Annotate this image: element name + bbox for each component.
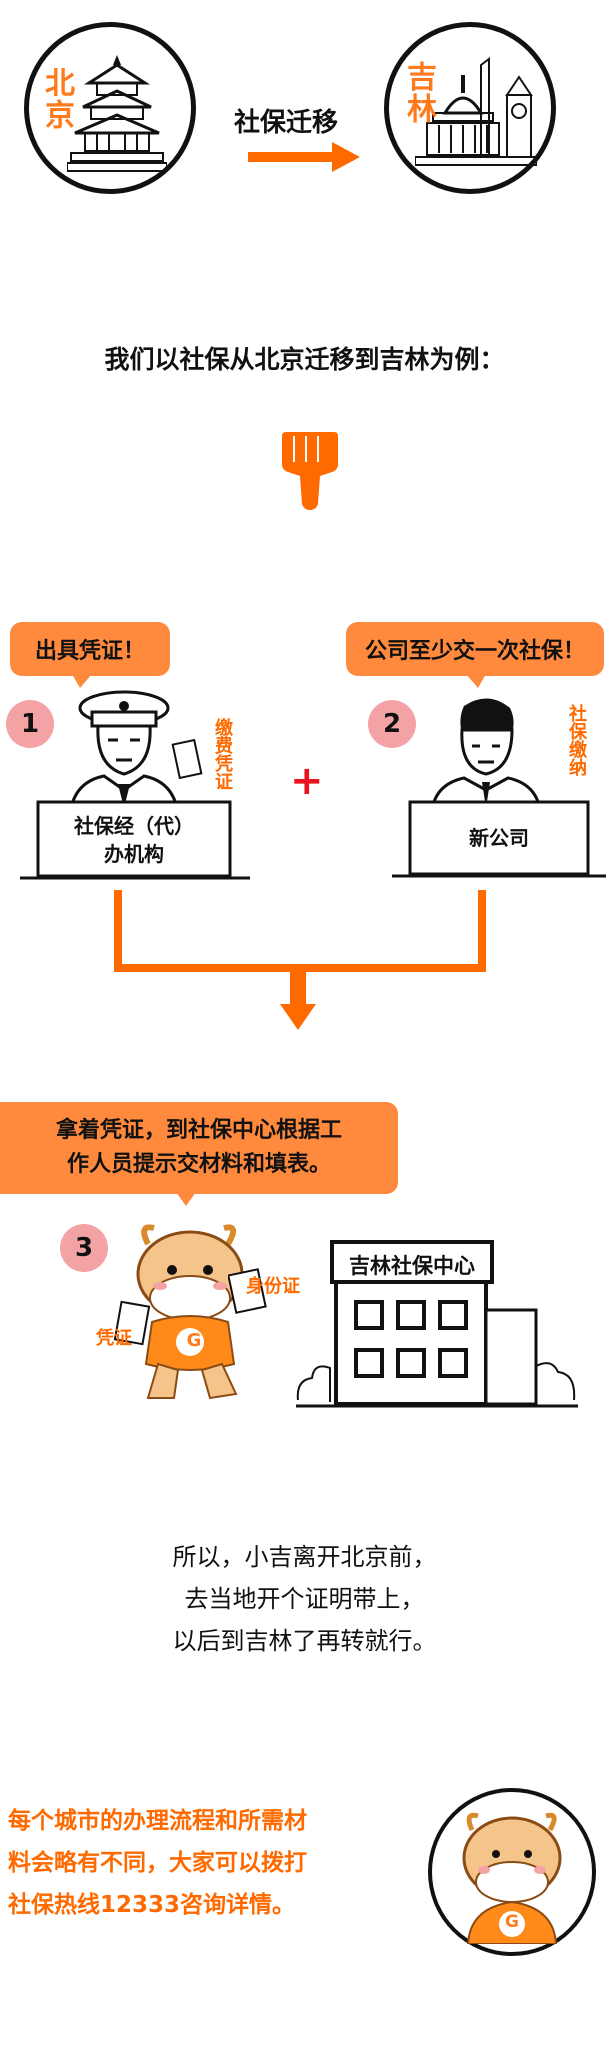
step3-bubble: 拿着凭证，到社保中心根据工 作人员提示交材料和填表。 [0, 1102, 398, 1194]
footer-line1: 每个城市的办理流程和所需材 [8, 1808, 307, 1834]
social-security-center-building-icon [296, 1240, 578, 1408]
summary-line1: 所以，小吉离开北京前， [172, 1543, 437, 1571]
summary-line2: 去当地开个证明带上， [184, 1585, 425, 1613]
city-to-label: 吉林 [401, 61, 436, 125]
voucher-paper-icon [113, 1300, 151, 1346]
footer-line3: 社保热线12333咨询详情。 [8, 1892, 296, 1918]
step1-bubble: 出具凭证！ [10, 622, 170, 676]
step2-bubble-tail [466, 674, 486, 688]
footer-text: 每个城市的办理流程和所需材 料会略有不同，大家可以拨打 社保热线12333咨询详… [8, 1800, 428, 1926]
step1-bubble-tail [72, 674, 92, 688]
building-sign-text: 吉林社保中心 [349, 1254, 475, 1278]
summary-line3: 以后到吉林了再转就行。 [172, 1627, 437, 1655]
plus-sign: + [290, 758, 324, 804]
step2-bubble: 公司至少交一次社保！ [346, 622, 604, 676]
footer-mascot-circle: G [428, 1788, 596, 1956]
step1-desk-label-line1: 社保经（代） [74, 814, 194, 838]
cow-mascot-icon [136, 1224, 244, 1400]
step2-number: 2 [368, 700, 416, 748]
step3-bubble-line2: 作人员提示交材料和填表。 [66, 1152, 331, 1177]
beijing-circle: 北京 [24, 22, 196, 194]
step2-desk-label: 新公司 [469, 826, 529, 850]
summary-text: 所以，小吉离开北京前， 去当地开个证明带上， 以后到吉林了再转就行。 [0, 1536, 609, 1662]
capitol-building-icon [415, 57, 537, 166]
footer-cow-mascot-icon [462, 1812, 562, 1944]
step3-bubble-line1: 拿着凭证，到社保中心根据工 [55, 1118, 342, 1143]
step2-side-label: 社保缴纳 [566, 704, 587, 776]
city-from-label: 北京 [39, 67, 74, 131]
step1-desk [20, 800, 250, 880]
merge-connector [114, 890, 486, 1030]
step1-side-label: 缴费凭证 [212, 718, 233, 790]
id-card-icon [228, 1268, 267, 1314]
migration-label: 社保迁移 [234, 108, 339, 138]
step1-number: 1 [6, 700, 54, 748]
official-figure-icon [68, 690, 203, 816]
right-arrow-icon [248, 142, 360, 172]
intro-text: 我们以社保从北京迁移到吉林为例： [104, 345, 505, 374]
businessman-figure-icon [430, 698, 542, 810]
temple-of-heaven-icon [67, 55, 167, 172]
id-card-label: 身份证 [246, 1276, 300, 1297]
pointing-down-hand-icon [282, 432, 338, 510]
mascot-shirt-letter: G [186, 1330, 202, 1351]
jilin-circle: 吉林 [384, 22, 556, 194]
footer-mascot-shirt-letter: G [505, 1912, 519, 1932]
step1-desk-label: 社保经（代） 办机构 [38, 812, 230, 868]
voucher-label: 凭证 [96, 1328, 132, 1349]
step2-desk [392, 800, 606, 878]
step3-bubble-tail [176, 1192, 196, 1206]
footer-line2: 料会略有不同，大家可以拨打 [8, 1850, 307, 1876]
step1-desk-label-line2: 办机构 [104, 842, 164, 866]
step3-number: 3 [60, 1224, 108, 1272]
